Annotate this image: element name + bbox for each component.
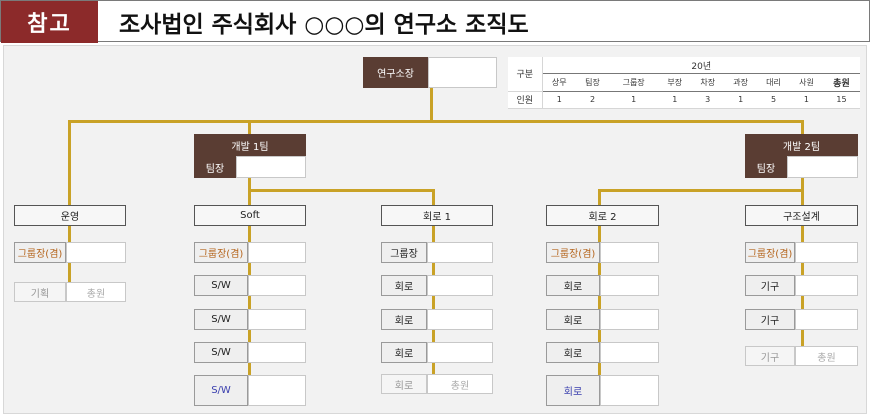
unit-design-header: 구조설계 bbox=[745, 205, 858, 226]
stats-value: 3 bbox=[691, 91, 725, 110]
circuit2-name-box bbox=[600, 309, 659, 330]
circuit2-name-box bbox=[600, 275, 659, 296]
soft-name-box bbox=[248, 309, 306, 330]
circuit1-total-label: 총원 bbox=[427, 374, 493, 394]
circuit1-role-circuit: 회로 bbox=[381, 374, 427, 394]
connector-circuit1-down bbox=[432, 189, 435, 205]
soft-role-sw: S/W bbox=[194, 309, 248, 330]
reference-badge: 참고 bbox=[1, 1, 98, 43]
circuit2-role-circuit: 회로 bbox=[546, 309, 600, 330]
stats-col: 부장 bbox=[658, 73, 692, 92]
header-bar: 참고 조사법인 주식회사 ○○○의 연구소 조직도 bbox=[0, 0, 870, 43]
design-role-mechanical: 기구 bbox=[745, 309, 795, 330]
stats-col: 사원 bbox=[790, 73, 823, 92]
soft-name-box bbox=[248, 242, 306, 263]
soft-role-sw: S/W bbox=[194, 375, 248, 406]
headcount-table: 구분 20년 상무 팀장 그룹장 부장 차장 과장 대리 사원 총원 인원 1 … bbox=[508, 57, 860, 110]
stats-value: 1 bbox=[608, 91, 659, 110]
connector-ops-down bbox=[68, 120, 71, 205]
soft-name-box bbox=[248, 342, 306, 363]
stats-value: 1 bbox=[658, 91, 692, 110]
stats-col: 그룹장 bbox=[608, 73, 659, 92]
design-role-mechanical: 기구 bbox=[745, 275, 795, 296]
circuit1-name-box bbox=[427, 342, 493, 363]
stats-row-label: 인원 bbox=[508, 91, 543, 110]
circuit1-name-box bbox=[427, 242, 493, 263]
circuit2-name-box bbox=[600, 342, 659, 363]
soft-name-box bbox=[248, 275, 306, 296]
ops-role-planning: 기획 bbox=[14, 282, 66, 302]
team1-leader-name-box bbox=[236, 156, 306, 178]
ops-role-group-leader: 그룹장(겸) bbox=[14, 242, 66, 263]
connector-circuit2-column bbox=[598, 226, 601, 376]
stats-value: 2 bbox=[576, 91, 609, 110]
circuit1-role-circuit: 회로 bbox=[381, 342, 427, 363]
stats-col: 차장 bbox=[691, 73, 725, 92]
unit-circuit2-header: 회로 2 bbox=[546, 205, 659, 226]
stats-value-total: 15 bbox=[822, 91, 860, 110]
soft-role-group-leader: 그룹장(겸) bbox=[194, 242, 248, 263]
team2-leader-label: 팀장 bbox=[745, 156, 787, 178]
circuit2-role-group-leader: 그룹장(겸) bbox=[546, 242, 600, 263]
design-role-mechanical: 기구 bbox=[745, 346, 795, 366]
stats-year: 20년 bbox=[542, 57, 860, 75]
connector-team2-horizontal bbox=[598, 189, 804, 192]
unit-soft-header: Soft bbox=[194, 205, 306, 226]
stats-col-total: 총원 bbox=[822, 73, 860, 92]
team2-leader-name-box bbox=[787, 156, 858, 178]
circuit2-name-box bbox=[600, 242, 659, 263]
ops-name-box bbox=[66, 242, 126, 263]
unit-ops-header: 운영 bbox=[14, 205, 126, 226]
stats-col: 팀장 bbox=[576, 73, 609, 92]
design-role-group-leader: 그룹장(겸) bbox=[745, 242, 795, 263]
connector-circuit1-column bbox=[432, 226, 435, 374]
page-title: 조사법인 주식회사 ○○○의 연구소 조직도 bbox=[119, 12, 529, 38]
connector-team1-horizontal bbox=[248, 189, 434, 192]
circuit2-name-box bbox=[600, 375, 659, 406]
connector-director-down bbox=[430, 88, 433, 121]
circuit2-role-circuit: 회로 bbox=[546, 275, 600, 296]
soft-name-box bbox=[248, 375, 306, 406]
director-label: 연구소장 bbox=[363, 57, 428, 88]
circuit1-role-group-leader: 그룹장 bbox=[381, 242, 427, 263]
soft-role-sw: S/W bbox=[194, 342, 248, 363]
design-name-box bbox=[795, 242, 858, 263]
stats-col: 과장 bbox=[724, 73, 758, 92]
circuit1-name-box bbox=[427, 309, 493, 330]
design-total-label: 총원 bbox=[795, 346, 858, 366]
stats-col: 대리 bbox=[757, 73, 790, 92]
design-name-box bbox=[795, 309, 858, 330]
stats-col: 상무 bbox=[542, 73, 577, 92]
circuit2-role-circuit: 회로 bbox=[546, 342, 600, 363]
design-name-box bbox=[795, 275, 858, 296]
stats-value: 1 bbox=[790, 91, 823, 110]
connector-soft-column bbox=[248, 226, 251, 376]
connector-main-horizontal bbox=[68, 120, 804, 123]
soft-role-sw: S/W bbox=[194, 275, 248, 296]
circuit1-role-circuit: 회로 bbox=[381, 309, 427, 330]
stats-value: 1 bbox=[724, 91, 758, 110]
ops-total-label: 총원 bbox=[66, 282, 126, 302]
stats-value: 1 bbox=[542, 91, 577, 110]
team1-header: 개발 1팀 bbox=[194, 134, 306, 156]
team1-leader-label: 팀장 bbox=[194, 156, 236, 178]
stats-row-header: 구분 bbox=[508, 57, 543, 92]
director-name-box bbox=[428, 57, 497, 88]
team2-header: 개발 2팀 bbox=[745, 134, 858, 156]
connector-circuit2-down bbox=[598, 189, 601, 205]
stats-value: 5 bbox=[757, 91, 790, 110]
circuit1-name-box bbox=[427, 275, 493, 296]
circuit2-role-circuit: 회로 bbox=[546, 375, 600, 406]
circuit1-role-circuit: 회로 bbox=[381, 275, 427, 296]
unit-circuit1-header: 회로 1 bbox=[381, 205, 493, 226]
